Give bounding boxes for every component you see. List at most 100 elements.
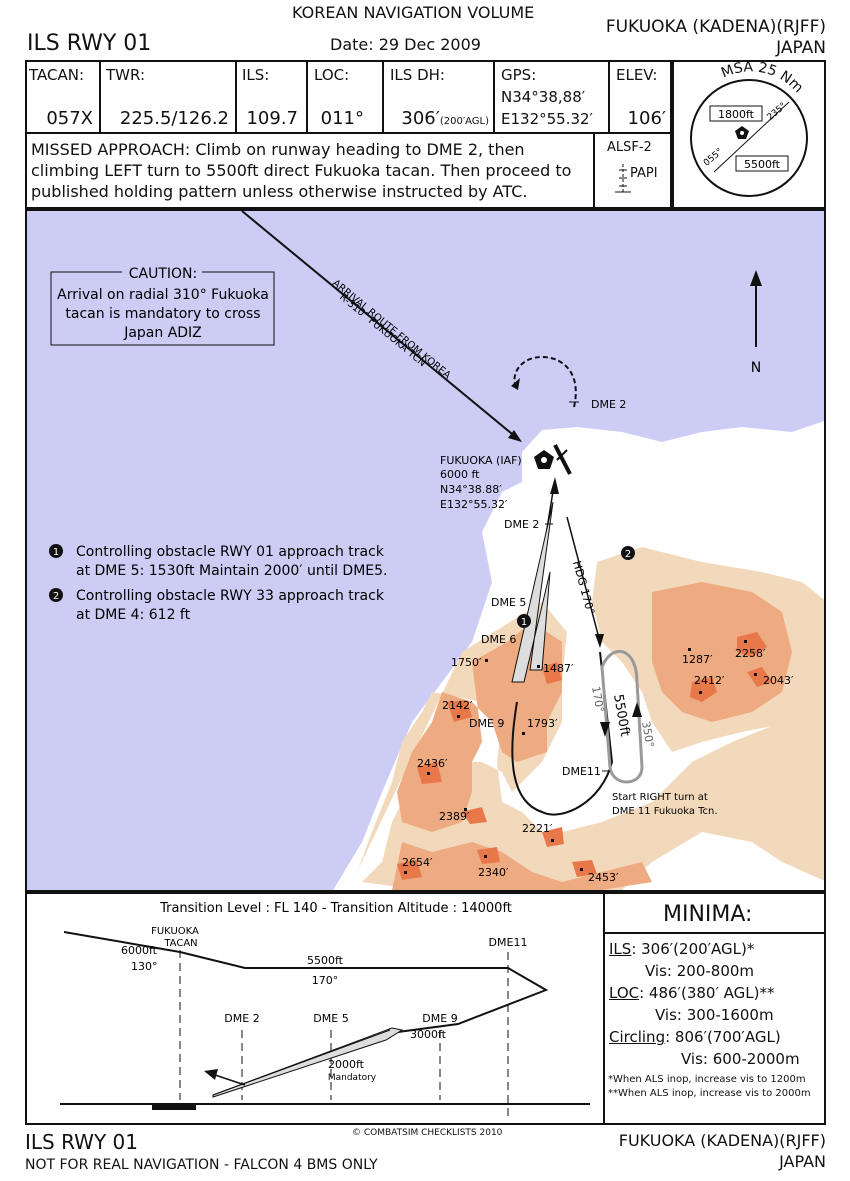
north-label: N [751, 360, 761, 376]
elev-2043: 2043′ [763, 674, 794, 687]
minima-circ-label: Circling [609, 1028, 666, 1046]
missed-approach-text: MISSED APPROACH: Climb on runway heading… [31, 139, 571, 202]
missed-approach-line1: MISSED APPROACH: Climb on runway heading… [31, 140, 525, 159]
elev-2142: 2142′ [442, 699, 473, 712]
terrain-mid-south [392, 842, 652, 890]
profile-path [63, 931, 549, 1033]
footer-procedure: ILS RWY 01 [25, 1130, 138, 1154]
profile-dme2: DME 2 [224, 1012, 259, 1025]
minima-circ-vis: Vis: 600-2000m [681, 1050, 800, 1068]
tacan-iaf-icon [534, 450, 554, 469]
gps-lat: N34°38,88′ [501, 88, 586, 106]
profile-3000: 3000ft [410, 1028, 447, 1041]
marker-2 [621, 546, 635, 560]
profile-dme11: DME11 [489, 936, 528, 949]
footer-disclaimer: NOT FOR REAL NAVIGATION - FALCON 4 BMS O… [25, 1157, 378, 1173]
loc-cell: LOC: 011° [308, 62, 384, 134]
minima-circ: Circling: 806′(700′AGL) [609, 1028, 781, 1046]
dh-agl: (200′AGL) [439, 116, 489, 127]
note1-line2: at DME 5: 1530ft Maintain 2000′ until DM… [76, 563, 388, 579]
ils-cell: ILS: 109.7 [237, 62, 308, 134]
terrain-high-8 [542, 827, 564, 847]
iaf-line3: N34°38.88′ [440, 483, 502, 496]
profile-missed-arrow [211, 1073, 246, 1086]
caution-line2: tacan is mandatory to cross [65, 306, 260, 322]
dme2-top-label: DME 2 [591, 398, 626, 411]
iaf-line4: E132°55.32′ [440, 498, 508, 511]
minima-note2: **When ALS inop, increase vis to 2000m [608, 1088, 811, 1099]
profile-diagram: Transition Level : FL 140 - Transition A… [60, 901, 590, 1120]
lighting-box: ALSF-2 PAPI [593, 134, 672, 209]
ils-value: 109.7 [246, 108, 298, 129]
profile-mandatory: Mandatory [328, 1073, 377, 1083]
spot-elevations: 1750′ 1487′ 2142′ 1793′ 2436′ 2389′ 2221… [402, 640, 794, 884]
papi-label: PAPI [630, 166, 658, 181]
dme5-label: DME 5 [491, 596, 526, 609]
procedure-turn [511, 651, 614, 816]
elev-1487: 1487′ [543, 662, 574, 675]
elev-1750: 1750′ [451, 656, 482, 669]
minima-rule [605, 932, 824, 934]
note2-line2: at DME 4: 612 ft [76, 607, 191, 623]
ils-label: ILS: [242, 66, 270, 84]
caution-line3: Japan ADIZ [123, 325, 202, 341]
msa-diagram: MSA 25 Nm 1800ft 5500ft 235° 055° [690, 60, 808, 197]
elev-1793: 1793′ [527, 717, 558, 730]
terrain-high-2 [690, 677, 717, 702]
note1-marker-label: 1 [53, 547, 59, 558]
chart-date: Date: 29 Dec 2009 [330, 35, 481, 54]
turn-line1: Start RIGHT turn at [612, 792, 708, 803]
terrain-high-4 [447, 700, 472, 722]
terrain-high-3 [747, 667, 772, 687]
dh-value-text: 306′ [401, 108, 440, 129]
msa-title: MSA 25 Nm [719, 60, 806, 96]
caution-line1: Arrival on radial 310° Fukuoka [57, 287, 269, 303]
missed-approach-line2: climbing LEFT turn to 5500ft direct Fuku… [31, 161, 572, 180]
dme11-label: DME11 [562, 765, 601, 778]
elev-2221: 2221′ [522, 822, 553, 835]
note2-marker [49, 588, 63, 602]
marker-1 [517, 614, 531, 628]
dme6-label: DME 6 [481, 633, 516, 646]
profile-2000: 2000ft [328, 1058, 365, 1071]
ils-arrow-head [550, 477, 559, 494]
arrival-route [241, 211, 518, 439]
minima-loc-value: : 486′(380′ AGL)** [639, 984, 775, 1002]
holding-pattern [600, 649, 644, 784]
profile-dme9: DME 9 [422, 1012, 457, 1025]
elev-2453: 2453′ [588, 871, 619, 884]
missed-approach-turn [513, 355, 577, 408]
msa-bearing-235: 235° [766, 101, 789, 123]
marker-2-label: 2 [625, 549, 631, 560]
gps-label: GPS: [501, 66, 537, 84]
hold-170-label: 170° [589, 685, 606, 713]
terrain-high-9 [397, 860, 422, 880]
elev-2389: 2389′ [439, 810, 470, 823]
procedure-title: ILS RWY 01 [27, 31, 152, 56]
iaf-line1: FUKUOKA (IAF) [440, 454, 522, 467]
minima-ils: ILS: 306′(200′AGL)* [609, 940, 754, 958]
elev-2340: 2340′ [478, 866, 509, 879]
note1-marker [49, 544, 63, 558]
dh-value: 306′(200′AGL) [401, 108, 489, 129]
hold-350-label: 350° [639, 720, 656, 748]
papi-icon [615, 164, 631, 194]
turn-line2: DME 11 Fukuoka Tcn. [612, 806, 718, 817]
elev-label: ELEV: [616, 66, 658, 84]
footer-copyright: © COMBATSIM CHECKLISTS 2010 [352, 1128, 503, 1138]
profile-fukuoka: FUKUOKA [151, 926, 199, 937]
minima-note1: *When ALS inop, increase vis to 1200m [608, 1074, 806, 1085]
footer-country: JAPAN [779, 1152, 826, 1171]
hold-alt-label: 5500ft [610, 693, 632, 737]
profile-view: Transition Level : FL 140 - Transition A… [25, 892, 605, 1125]
minima-circ-value: : 806′(700′AGL) [665, 1028, 781, 1046]
minima-ils-label: ILS [609, 940, 632, 958]
note2-line1: Controlling obstacle RWY 33 approach tra… [76, 588, 385, 604]
msa-alt-north: 1800ft [718, 108, 755, 121]
minima-panel: MINIMA: ILS: 306′(200′AGL)* Vis: 200-800… [603, 892, 826, 1125]
arrival-arrow-head [508, 430, 522, 442]
profile-5500: 5500ft [307, 954, 344, 967]
profile-dme5: DME 5 [313, 1012, 348, 1025]
runway [553, 444, 572, 475]
airport-name: FUKUOKA (KADENA)(RJFF) [605, 17, 826, 37]
